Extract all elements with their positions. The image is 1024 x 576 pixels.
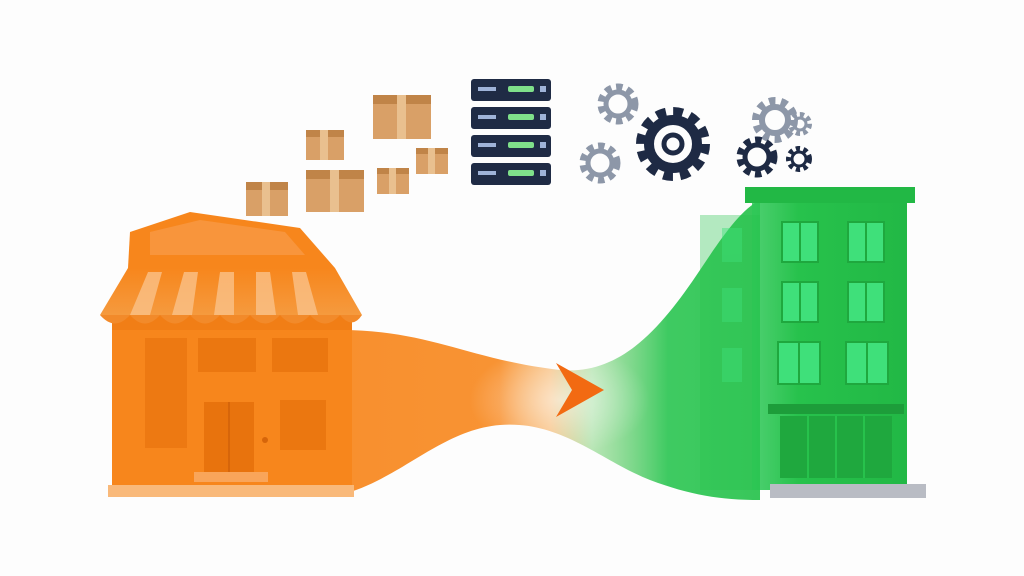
gear-icon bbox=[579, 142, 621, 184]
cardboard-box-icon bbox=[377, 168, 409, 194]
gear-icon bbox=[788, 112, 812, 136]
migration-flow bbox=[340, 200, 760, 500]
cardboard-box-icon bbox=[306, 130, 344, 160]
gear-icon bbox=[752, 97, 798, 143]
gear-icon bbox=[736, 136, 778, 178]
gears-group bbox=[579, 83, 812, 184]
gear-icon bbox=[786, 146, 812, 172]
cardboard-box-icon bbox=[246, 182, 288, 216]
arrow-right-icon bbox=[556, 363, 604, 417]
cardboard-box-icon bbox=[306, 170, 364, 212]
storefront-icon bbox=[100, 212, 362, 497]
cardboard-box-icon bbox=[373, 95, 431, 139]
server-rack-icon bbox=[471, 79, 551, 185]
boxes-group bbox=[246, 95, 448, 216]
gear-icon bbox=[597, 83, 639, 125]
office-building-icon bbox=[700, 187, 926, 498]
cardboard-box-icon bbox=[416, 148, 448, 174]
gear-icon bbox=[636, 107, 710, 181]
